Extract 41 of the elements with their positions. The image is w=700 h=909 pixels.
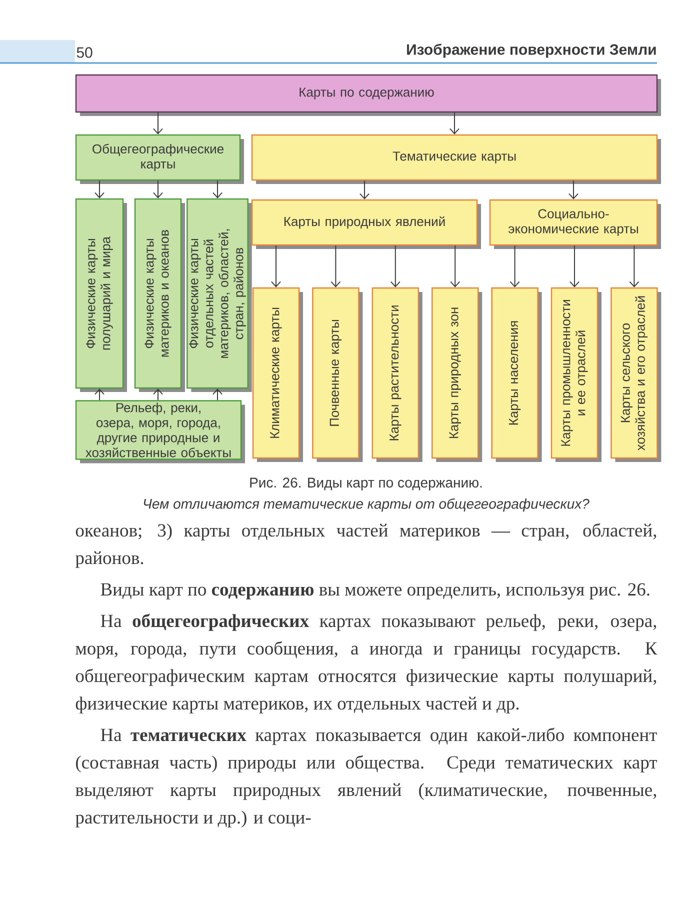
paragraph: океанов; 3) карты отдельных частей материков — стран, областей, районов. [76, 523, 656, 568]
category-box: Тематические карты [251, 134, 661, 184]
paragraph: Виды карт по содержанию вы можете определить, используя рис. 26. [100, 583, 650, 600]
vertical-box: Карты населения [491, 287, 542, 462]
arrow [212, 180, 222, 198]
vertical-box: Физические карты материков и океанов [134, 198, 185, 392]
vertical-box: Карты сельского хозяйства и его отраслей [610, 287, 662, 462]
arrow [271, 245, 281, 288]
category-box: Общегеографические карты [75, 134, 244, 184]
arrow [390, 245, 400, 288]
arrow [94, 180, 104, 198]
arrow [568, 180, 578, 200]
arrow [94, 388, 104, 401]
arrow [153, 112, 163, 134]
vertical-box: Карты промышленности и ее отраслей [550, 287, 602, 462]
question: Чем отличаются тематические карты от общегеографических? [144, 498, 590, 512]
arrow [629, 245, 640, 288]
arrow [450, 245, 460, 288]
arrow [330, 245, 341, 288]
vertical-box: Физические карты отдельных частей материков, областей, стран, районов [186, 198, 252, 392]
arrow [153, 388, 163, 401]
category-box: Карты природных явлений [251, 199, 481, 249]
vertical-box: Климатические карты [252, 287, 303, 462]
running-head: Изображение поверхности Земли [407, 44, 656, 58]
paragraph: На тематических картах показывается один какой-либо компонент (составная часть) природы или общества. Среди тематических карт выделяют карты природных явлений (климатические, почвенные, растительности и др.) и соци- [76, 728, 657, 828]
vertical-box: Физические карты полушарий и мира [75, 198, 127, 392]
vertical-box: Почвенные карты [312, 287, 363, 462]
figure-caption: Рис. 26. Виды карт по содержанию. [250, 478, 482, 490]
arrow [153, 180, 163, 198]
vertical-box: Карты природных зон [432, 287, 482, 462]
arrow [570, 245, 580, 288]
vertical-box: Карты растительности [372, 287, 422, 462]
arrow [212, 388, 222, 401]
category-box: Карты по содержанию [75, 74, 661, 116]
category-box: Рельеф, реки, озера, моря, города, другие природные и хозяйственные объекты [75, 400, 245, 464]
paragraph: На общегеографических картах показывают рельеф, реки, озера, моря, города, пути сообщения, а иногда и границы государств. К общегеографическим картам относятся физические карты полушарий, физические карты материков, их отдельных частей и др. [76, 614, 658, 714]
page-number: 50 [76, 47, 92, 58]
arrow [450, 112, 460, 134]
category-box: Социально-экономические карты [489, 199, 661, 249]
arrow [510, 245, 520, 288]
arrow [360, 180, 370, 200]
